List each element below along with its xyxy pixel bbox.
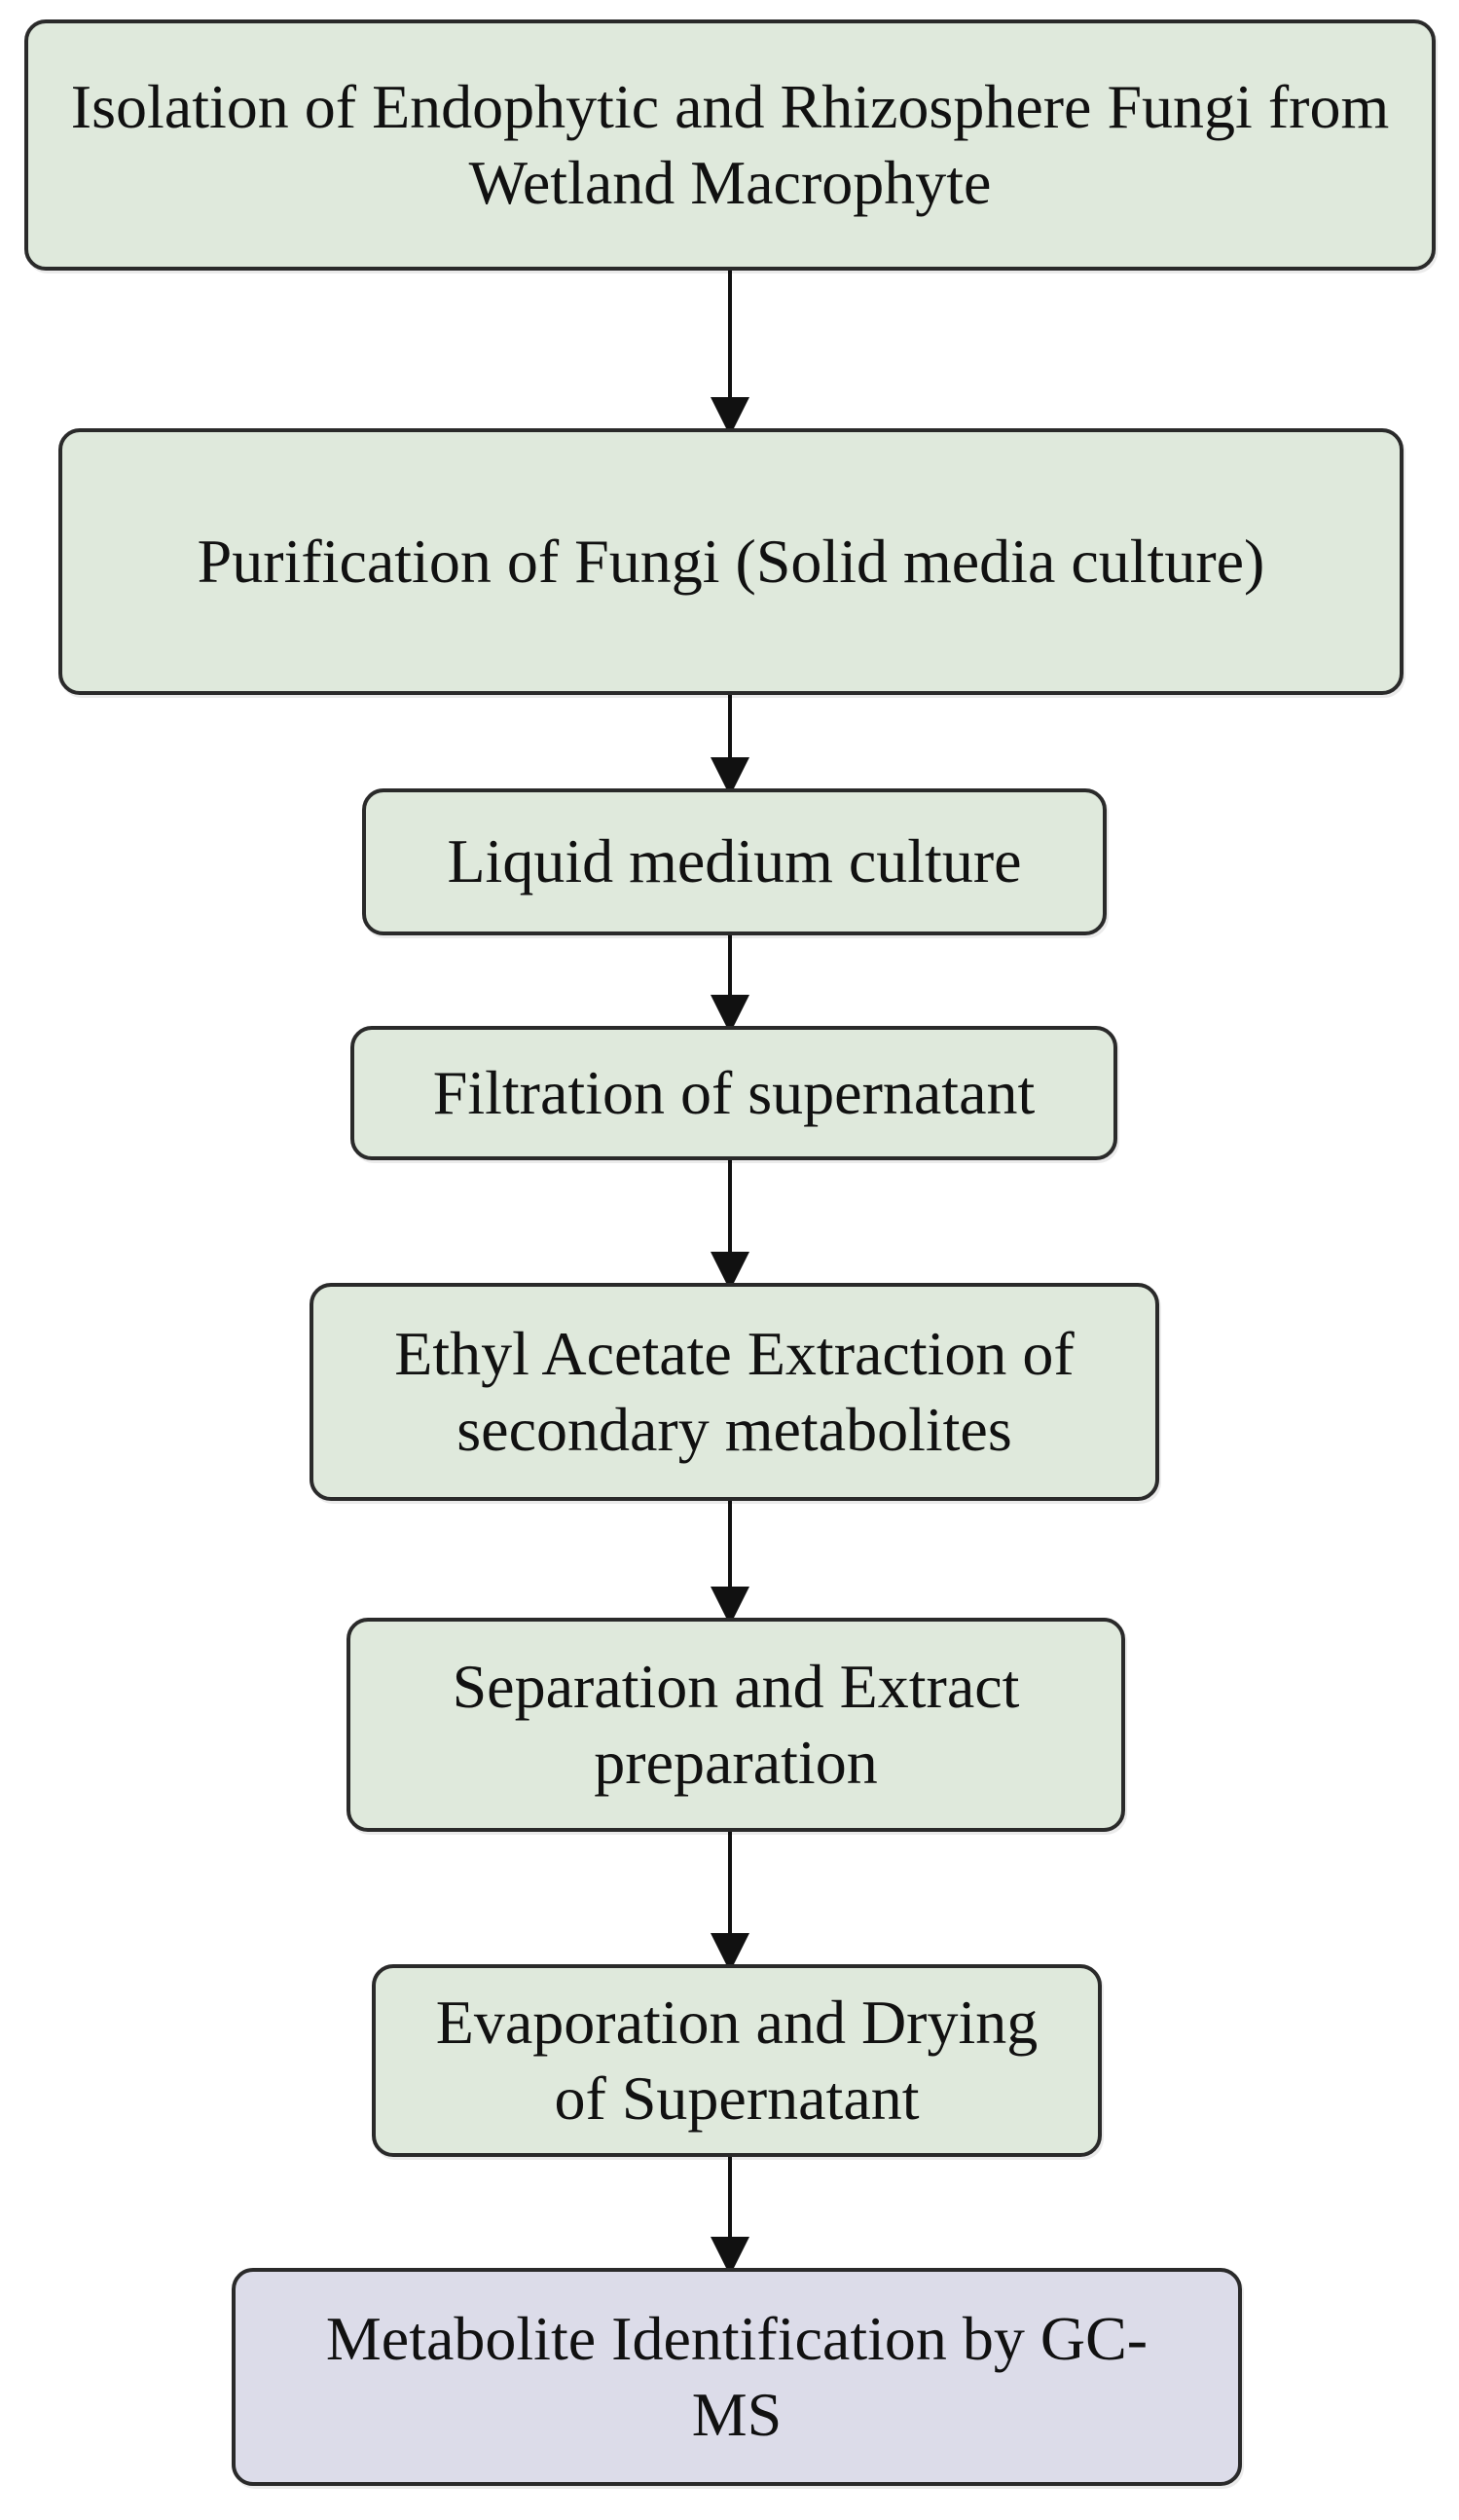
step-gcms-identification: Metabolite Identification by GC-MS bbox=[232, 2268, 1242, 2486]
step-evaporation-label: Evaporation and Drying of Supernatant bbox=[435, 1987, 1039, 2133]
step-purification-label: Purification of Fungi (Solid media cultu… bbox=[197, 526, 1265, 596]
step-purification: Purification of Fungi (Solid media cultu… bbox=[58, 428, 1404, 695]
step-isolation-label: Isolation of Endophytic and Rhizosphere … bbox=[70, 71, 1390, 217]
step-extraction: Ethyl Acetate Extraction of secondary me… bbox=[310, 1283, 1159, 1501]
step-filtration-label: Filtration of supernatant bbox=[432, 1057, 1036, 1127]
step-separation-label: Separation and Extract preparation bbox=[452, 1651, 1020, 1797]
step-liquid-culture: Liquid medium culture bbox=[362, 788, 1107, 935]
step-separation: Separation and Extract preparation bbox=[347, 1618, 1125, 1832]
step-liquid-culture-label: Liquid medium culture bbox=[447, 826, 1022, 896]
step-gcms-identification-label: Metabolite Identification by GC-MS bbox=[325, 2303, 1149, 2449]
step-extraction-label: Ethyl Acetate Extraction of secondary me… bbox=[394, 1318, 1075, 1464]
step-isolation: Isolation of Endophytic and Rhizosphere … bbox=[24, 19, 1436, 271]
step-evaporation: Evaporation and Drying of Supernatant bbox=[372, 1964, 1102, 2157]
step-filtration: Filtration of supernatant bbox=[350, 1026, 1117, 1160]
